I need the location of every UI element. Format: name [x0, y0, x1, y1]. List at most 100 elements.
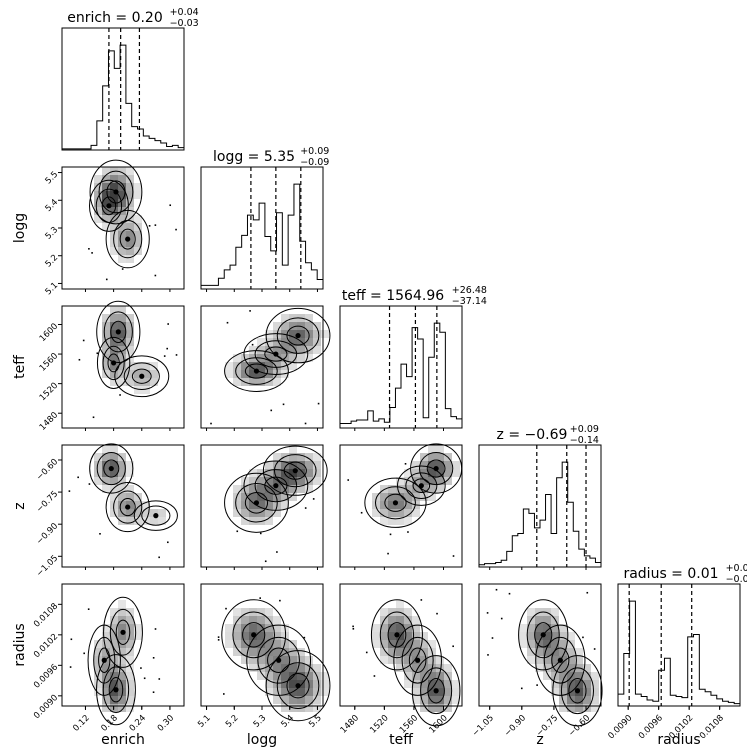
density-cell	[126, 672, 134, 680]
density-cell	[559, 680, 567, 688]
density-cell	[297, 656, 305, 664]
density-cell	[297, 696, 305, 704]
density-cell	[118, 322, 126, 330]
density-cell	[126, 624, 134, 632]
scatter-point	[217, 636, 220, 638]
density-cell	[126, 469, 134, 477]
contour-1-1	[276, 662, 320, 710]
density-cell	[118, 517, 126, 525]
density-cell	[257, 632, 265, 640]
density-cell	[420, 461, 428, 469]
density-cell	[118, 239, 126, 247]
density-cell	[265, 461, 273, 469]
density-cell	[297, 330, 305, 338]
density-cell	[452, 461, 460, 469]
histogram-step	[617, 600, 741, 706]
contour-0-1	[103, 311, 133, 353]
scatter-point	[270, 409, 273, 412]
density-cell	[551, 648, 559, 656]
density-cell	[591, 704, 599, 712]
density-cell	[265, 493, 273, 501]
density-cell	[257, 509, 265, 517]
x-tick-label: −1.05	[471, 713, 497, 739]
scatter-point	[154, 628, 157, 630]
panel-z-vs-radius	[478, 583, 603, 727]
density-cell	[126, 608, 134, 616]
density-cell	[233, 485, 241, 493]
hist-panel-radius: radius = 0.01+0.00−0.00	[617, 563, 747, 707]
scatter-point	[143, 677, 146, 680]
density-cell	[297, 354, 305, 362]
density-cell	[257, 608, 265, 616]
density-cell	[273, 616, 281, 624]
density-cell	[396, 493, 404, 501]
scatter-point	[304, 422, 307, 425]
density-cell	[126, 664, 134, 672]
density-cell	[412, 648, 420, 656]
density-cell	[126, 509, 134, 517]
density-cell	[380, 656, 388, 664]
density-cell	[372, 624, 380, 632]
density-cell	[265, 656, 273, 664]
density-cell	[313, 322, 321, 330]
title-lower-error: −0.09	[300, 157, 329, 168]
scatter-point	[373, 675, 376, 677]
scatter-point	[279, 599, 281, 602]
density-cell	[94, 656, 102, 664]
density-cell	[241, 493, 249, 501]
density-cell	[420, 704, 428, 712]
density-cell	[396, 656, 404, 664]
density-cell	[126, 696, 134, 704]
density-cell	[257, 664, 265, 672]
density-cell	[281, 672, 289, 680]
density-cell	[110, 191, 118, 199]
density-cell	[396, 485, 404, 493]
density-cell	[396, 600, 404, 608]
y-tick-label: 0.0102	[32, 632, 60, 660]
density-cell	[265, 624, 273, 632]
density-cell	[289, 477, 297, 485]
y-tick-label: 5.3	[44, 225, 61, 242]
density-cell	[428, 656, 436, 664]
density-cell	[396, 477, 404, 485]
density-cell	[388, 640, 396, 648]
density-cell	[273, 485, 281, 493]
density-cell	[265, 509, 273, 517]
density-cell	[305, 664, 313, 672]
density-cell	[388, 624, 396, 632]
density-cell	[444, 664, 452, 672]
density-cell	[543, 664, 551, 672]
density-cell	[110, 696, 118, 704]
density-cell	[118, 199, 126, 207]
density-cell	[249, 501, 257, 509]
density-cell	[436, 664, 444, 672]
density-cell	[118, 672, 126, 680]
density-cell	[388, 648, 396, 656]
density-cell	[94, 688, 102, 696]
density-cell	[110, 616, 118, 624]
density-cell	[404, 656, 412, 664]
contour-2-1	[254, 469, 298, 503]
density-cell	[118, 223, 126, 231]
density-cell	[94, 183, 102, 191]
density-cell	[249, 624, 257, 632]
panel-frame	[339, 444, 463, 568]
density-cell	[388, 493, 396, 501]
hist-panel-enrich: enrich = 0.20+0.04−0.03	[61, 7, 199, 151]
peak-point	[276, 657, 282, 663]
density-cell	[420, 688, 428, 696]
density-cell	[313, 696, 321, 704]
density-cell	[102, 696, 110, 704]
scatter-point	[152, 657, 155, 659]
scatter-point	[352, 628, 355, 630]
density-cell	[289, 322, 297, 330]
panel-title-enrich: enrich = 0.20	[67, 10, 163, 26]
peak-point	[139, 373, 145, 379]
panel-enrich-vs-radius	[61, 583, 185, 726]
density-cell	[102, 183, 110, 191]
density-cell	[273, 469, 281, 477]
peak-point	[125, 504, 131, 510]
density-cell	[305, 354, 313, 362]
